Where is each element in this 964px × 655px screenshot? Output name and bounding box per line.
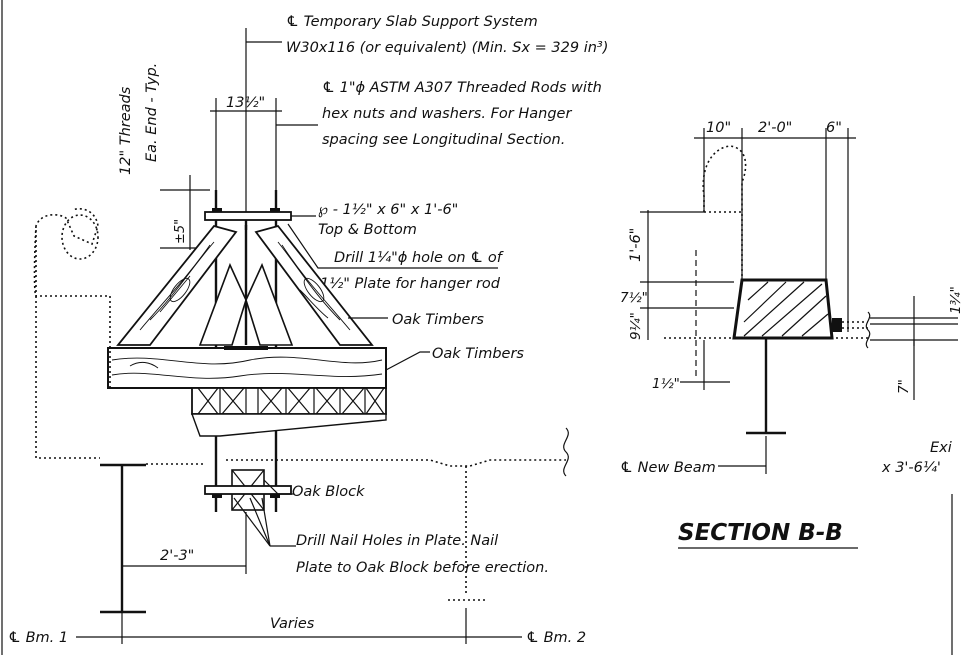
oak-timbers-lower-label: Oak Timbers: [432, 346, 524, 362]
nail-note-line2: Plate to Oak Block before erection.: [296, 560, 549, 576]
existing-note-line2: x 3'-6¼': [881, 460, 941, 476]
oak-strut-right-inner: [245, 262, 294, 346]
varies-label: Varies: [270, 616, 315, 632]
oak-timber-horizontal: [107, 347, 387, 389]
crossbraced-block-x: [197, 387, 385, 415]
section-title: SECTION B-B: [678, 520, 843, 546]
oak-timbers-upper-label: Oak Timbers: [392, 312, 484, 328]
nail-leader-3: [261, 497, 271, 547]
timber-grain: [111, 356, 383, 379]
top-plate: [204, 211, 292, 221]
plate-note-line2: Top & Bottom: [318, 222, 417, 238]
drill-leader: [287, 223, 498, 269]
oak-block-leader: [263, 479, 294, 495]
strut-knot-right: [303, 277, 325, 303]
dim-7-label: 7": [896, 379, 912, 394]
dim-2-3-label: 2'-3": [160, 548, 194, 564]
dim-1-6-label: 1'-6": [628, 228, 644, 262]
dim-10-label: 10": [706, 120, 731, 136]
sec-parapet: [702, 145, 747, 280]
oak-strut-left-inner: [198, 262, 247, 346]
dim-1-75-label: 1¾": [948, 286, 964, 314]
strut-grain-right: [277, 241, 351, 331]
threads-note-line2: Ea. End - Typ.: [144, 63, 160, 162]
dim-5-label: ±5": [173, 219, 188, 244]
nut-top-left: [212, 208, 222, 212]
existing-curb-knob: [61, 214, 99, 260]
sec-break-line: [865, 311, 871, 349]
rods-note-line2: hex nuts and washers. For Hanger: [322, 106, 572, 122]
bearing-wedge: [191, 413, 387, 437]
support-note-line2: W30x116 (or equivalent) (Min. Sx = 329 i…: [286, 40, 608, 56]
strut-grain-left: [139, 241, 215, 331]
new-beam-label: ℄ New Beam: [620, 460, 716, 476]
dim-2-0-label: 2'-0": [758, 120, 792, 136]
dim-1-5-label: 1½": [652, 376, 680, 392]
oak-block-label: Oak Block: [292, 484, 365, 500]
strut-knot-left: [169, 277, 191, 303]
existing-parapet-outline: [33, 208, 111, 388]
bottom-plate: [204, 485, 292, 495]
beam2-label: ℄ Bm. 2: [526, 630, 586, 646]
section-b-b: 10" 2'-0" 6" 1'-6" 7½" 9¼" 1¾": [620, 120, 964, 655]
deck-break-line: [563, 427, 569, 477]
oak-strut-right-outer: [254, 224, 374, 346]
plate-note-line1: ℘ - 1½" x 6" x 1'-6": [318, 202, 458, 218]
slab-hatch: [743, 281, 829, 337]
nail-leader-1: [233, 497, 271, 547]
nut-top-right: [270, 208, 280, 212]
threads-note-line1: 12" Threads: [118, 86, 134, 175]
hanger-detail: ℄ Temporary Slab Support System W30x116 …: [8, 14, 608, 646]
bar-stub: [832, 318, 842, 332]
oak-strut-left-outer: [116, 224, 238, 346]
support-note-line1: ℄ Temporary Slab Support System: [286, 14, 538, 30]
nut-bottom-left: [212, 494, 222, 498]
drill-note-line1: Drill 1¼"ϕ hole on ℄ of: [334, 250, 504, 266]
existing-deck-top: [35, 296, 566, 467]
nail-note-line1: Drill Nail Holes in Plate. Nail: [296, 533, 498, 549]
crossbraced-block-dividers: [219, 388, 366, 414]
dim-9-25-label: 9¼": [628, 312, 644, 340]
dim-6-label: 6": [826, 120, 842, 136]
oak-timbers-lower-leader: [385, 351, 430, 371]
bottom-plate-center: [224, 346, 268, 350]
nail-leader-2: [249, 497, 271, 547]
rods-note-line1: ℄ 1"ϕ ASTM A307 Threaded Rods with: [322, 80, 602, 96]
crossbraced-block: [191, 387, 387, 415]
dim-13-5-label: 13½": [226, 95, 265, 111]
existing-note-line1: Exi: [930, 440, 952, 456]
drill-note-line2: 1½" Plate for hanger rod: [320, 276, 501, 292]
bar-stub-ext: [842, 321, 868, 329]
beam1-label: ℄ Bm. 1: [8, 630, 68, 646]
dim-7-5-label: 7½": [620, 290, 648, 306]
nut-bottom-right: [270, 494, 280, 498]
rods-note-line3: spacing see Longitudinal Section.: [322, 132, 565, 148]
